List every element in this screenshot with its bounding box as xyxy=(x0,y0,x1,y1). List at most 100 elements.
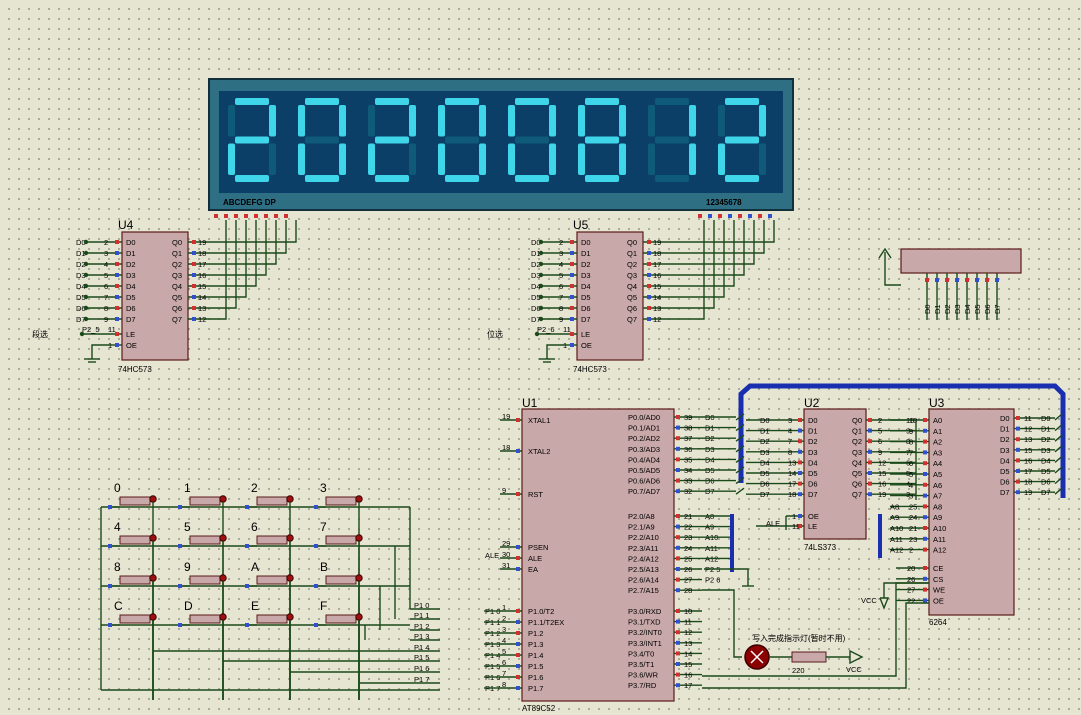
sram-u3[interactable]: U36264A010A19A28A37A46A55A64A73A825A8A92… xyxy=(890,396,1055,627)
pin-marker xyxy=(314,623,318,627)
key-cap[interactable] xyxy=(256,614,288,624)
pin-name: D6 xyxy=(808,480,818,489)
pin-name: D7 xyxy=(581,315,591,324)
chip-part: 74HC573 xyxy=(118,365,152,374)
connector-pin: D5 xyxy=(973,304,982,314)
segment-g xyxy=(235,136,269,144)
resistor[interactable] xyxy=(791,651,827,663)
key-cap[interactable] xyxy=(256,535,288,545)
pin-name: P3.4/T0 xyxy=(628,649,654,658)
addr-net-label: A11 xyxy=(890,535,903,544)
pin-marker xyxy=(798,460,802,465)
pin-number: 27 xyxy=(684,576,692,585)
key-cap[interactable] xyxy=(119,614,151,624)
pin-marker xyxy=(192,273,196,277)
pin-number: 31 xyxy=(502,561,510,570)
key-cap[interactable] xyxy=(189,535,221,545)
pin-marker xyxy=(923,576,927,581)
output-wire xyxy=(217,220,237,309)
segment-g xyxy=(585,136,619,144)
pin-marker xyxy=(985,278,989,282)
pin-marker xyxy=(516,567,520,571)
pin-number: 11 xyxy=(684,618,692,627)
key-cap[interactable] xyxy=(325,496,357,506)
pin-name: P3.0/RXD xyxy=(628,607,662,616)
key-cap[interactable] xyxy=(325,535,357,545)
key-cap[interactable] xyxy=(189,614,221,624)
output-wire xyxy=(672,220,765,254)
key-F[interactable]: F xyxy=(314,599,363,700)
key-cap[interactable] xyxy=(119,496,151,506)
pin-marker xyxy=(676,662,680,666)
key-2[interactable]: 2 xyxy=(245,481,294,700)
pin-name: D0 xyxy=(808,416,818,425)
pin-marker xyxy=(925,278,929,282)
segment-b xyxy=(269,105,276,137)
le-net-label: ALE xyxy=(766,519,780,528)
key-cap[interactable] xyxy=(256,496,288,506)
pin-number: 12 xyxy=(878,458,886,467)
pin-number: 21 xyxy=(909,524,917,533)
addr-net-label: A8 xyxy=(890,502,899,511)
key-cap[interactable] xyxy=(119,575,151,585)
key-9[interactable]: 9 xyxy=(178,560,227,700)
connector-pin: D0 xyxy=(923,304,932,314)
key-D[interactable]: D xyxy=(178,599,227,700)
pin-marker xyxy=(314,544,318,548)
pin-number: 7 xyxy=(104,293,108,302)
key-cap[interactable] xyxy=(256,575,288,585)
segment-g xyxy=(305,136,339,144)
pin-number: 9 xyxy=(878,448,882,457)
key-3[interactable]: 3 xyxy=(314,481,363,700)
pin-name: Q0 xyxy=(172,238,182,247)
pin-marker xyxy=(647,306,651,310)
key-E[interactable]: E xyxy=(245,599,294,700)
display-digit-2: 0 xyxy=(298,98,346,182)
key-1[interactable]: 1 xyxy=(178,481,227,700)
key-cap[interactable] xyxy=(119,535,151,545)
pin-name: D2 xyxy=(1000,435,1010,444)
pin-name: P1.5 xyxy=(528,662,543,671)
rd-wire xyxy=(702,602,929,689)
connector-pin: D2 xyxy=(943,304,952,314)
pin-number: 2 xyxy=(559,238,563,247)
segment-g xyxy=(655,136,689,144)
bus-entry xyxy=(735,413,745,421)
key-cap[interactable] xyxy=(189,496,221,506)
pin-number: 14 xyxy=(788,469,796,478)
key-B[interactable]: B xyxy=(314,560,363,700)
input-net-label: D4 xyxy=(531,282,541,291)
pin-name: OE xyxy=(933,596,944,605)
pin-name: D0 xyxy=(581,238,591,247)
key-cap[interactable] xyxy=(325,614,357,624)
pin-number: 30 xyxy=(502,550,510,559)
pin-number: 5 xyxy=(559,271,563,280)
pin-number: 13 xyxy=(788,458,796,467)
key-contact xyxy=(286,534,294,542)
junction-dot xyxy=(83,261,89,267)
key-cap[interactable] xyxy=(325,575,357,585)
pin-number: 4 xyxy=(502,636,506,645)
key-C[interactable]: C xyxy=(108,599,157,700)
key-label: 6 xyxy=(251,520,258,534)
pin-name: P2.4/A12 xyxy=(628,554,659,563)
output-wire xyxy=(217,220,267,276)
key-cap[interactable] xyxy=(189,575,221,585)
pin-name: A0 xyxy=(933,416,942,425)
pin-marker xyxy=(516,664,520,668)
pin-marker xyxy=(570,306,574,310)
pin-name: Q1 xyxy=(852,427,862,436)
data-net-label: D4 xyxy=(1041,456,1051,465)
segment-pin-label: ABCDEFG DP xyxy=(223,198,277,207)
key-A[interactable]: A xyxy=(245,560,294,700)
key-0[interactable]: 0 xyxy=(108,481,157,700)
key-8[interactable]: 8 xyxy=(108,560,157,700)
chip-body xyxy=(576,231,644,361)
